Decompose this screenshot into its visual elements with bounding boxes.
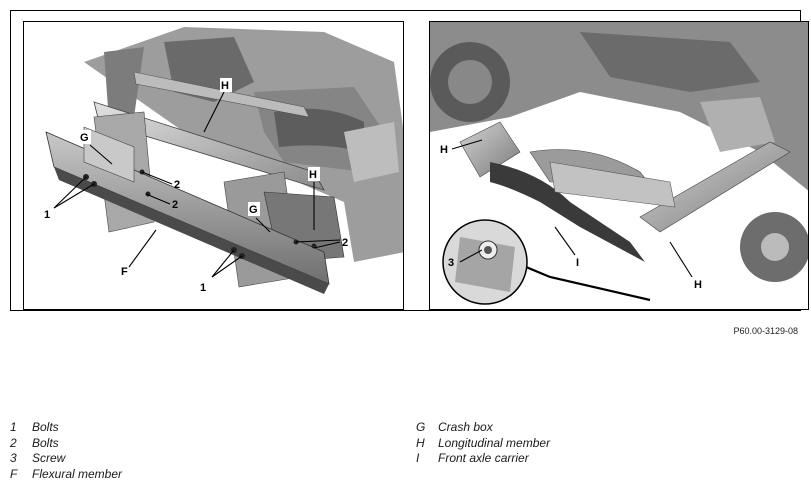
callout-2-right: 2 xyxy=(342,237,348,249)
legend-item: G Crash box xyxy=(416,420,550,436)
left-drawing: G H H 2 2 2 1 1 F G xyxy=(24,22,403,309)
legend-label: Front axle carrier xyxy=(438,451,529,465)
legend-label: Longitudinal member xyxy=(438,435,551,450)
legend-key: 1 xyxy=(10,420,17,434)
callout-h-upper: H xyxy=(221,80,229,92)
callout-2-upper: 2 xyxy=(174,179,180,191)
legend-item: 3 Screw xyxy=(10,451,122,467)
legend-label: Bolts xyxy=(32,420,59,434)
right-callouts: H 3 I H xyxy=(440,144,702,291)
callout-3: 3 xyxy=(448,257,454,269)
callout-h-lower: H xyxy=(694,279,702,291)
figure-reference-code: P60.00-3129-08 xyxy=(733,326,798,336)
legend-item: I Front axle carrier xyxy=(416,451,550,467)
legend-key: 2 xyxy=(10,435,17,450)
figure-frame: G H H 2 2 2 1 1 F G xyxy=(10,10,809,311)
legend-label: Flexural member xyxy=(32,466,123,481)
legend-key: F xyxy=(10,466,18,481)
legend-right: G Crash box H Longitudinal member I Front a… xyxy=(416,420,550,467)
callout-f: F xyxy=(121,266,128,278)
right-drawing: H 3 I H xyxy=(430,22,808,309)
legend-label: Bolts xyxy=(32,435,59,450)
right-illustration: H 3 I H xyxy=(429,21,809,310)
callout-g: G xyxy=(80,132,89,144)
callout-g-right: G xyxy=(249,204,258,216)
callout-h-right: H xyxy=(309,169,317,181)
legend-label: Crash box xyxy=(438,420,493,434)
legend-label: Screw xyxy=(32,451,66,465)
left-callouts: G H H 2 2 2 1 1 F G xyxy=(44,78,348,294)
legend-key: G xyxy=(416,420,426,434)
legend-key: I xyxy=(416,451,420,465)
legend-key: H xyxy=(416,435,425,450)
legend-item: F Flexural member xyxy=(10,467,122,483)
callout-2-middle: 2 xyxy=(172,199,178,211)
legend-key: 3 xyxy=(10,451,17,465)
legend-item: H Longitudinal member xyxy=(416,436,550,452)
callout-1-bottom: 1 xyxy=(200,282,206,294)
callout-1-left: 1 xyxy=(44,209,50,221)
left-illustration: G H H 2 2 2 1 1 F G xyxy=(23,21,404,310)
legend-item: 2 Bolts xyxy=(10,436,122,452)
callout-i: I xyxy=(576,257,579,269)
legend-item: 1 Bolts xyxy=(10,420,122,436)
callout-h-left: H xyxy=(440,144,448,156)
